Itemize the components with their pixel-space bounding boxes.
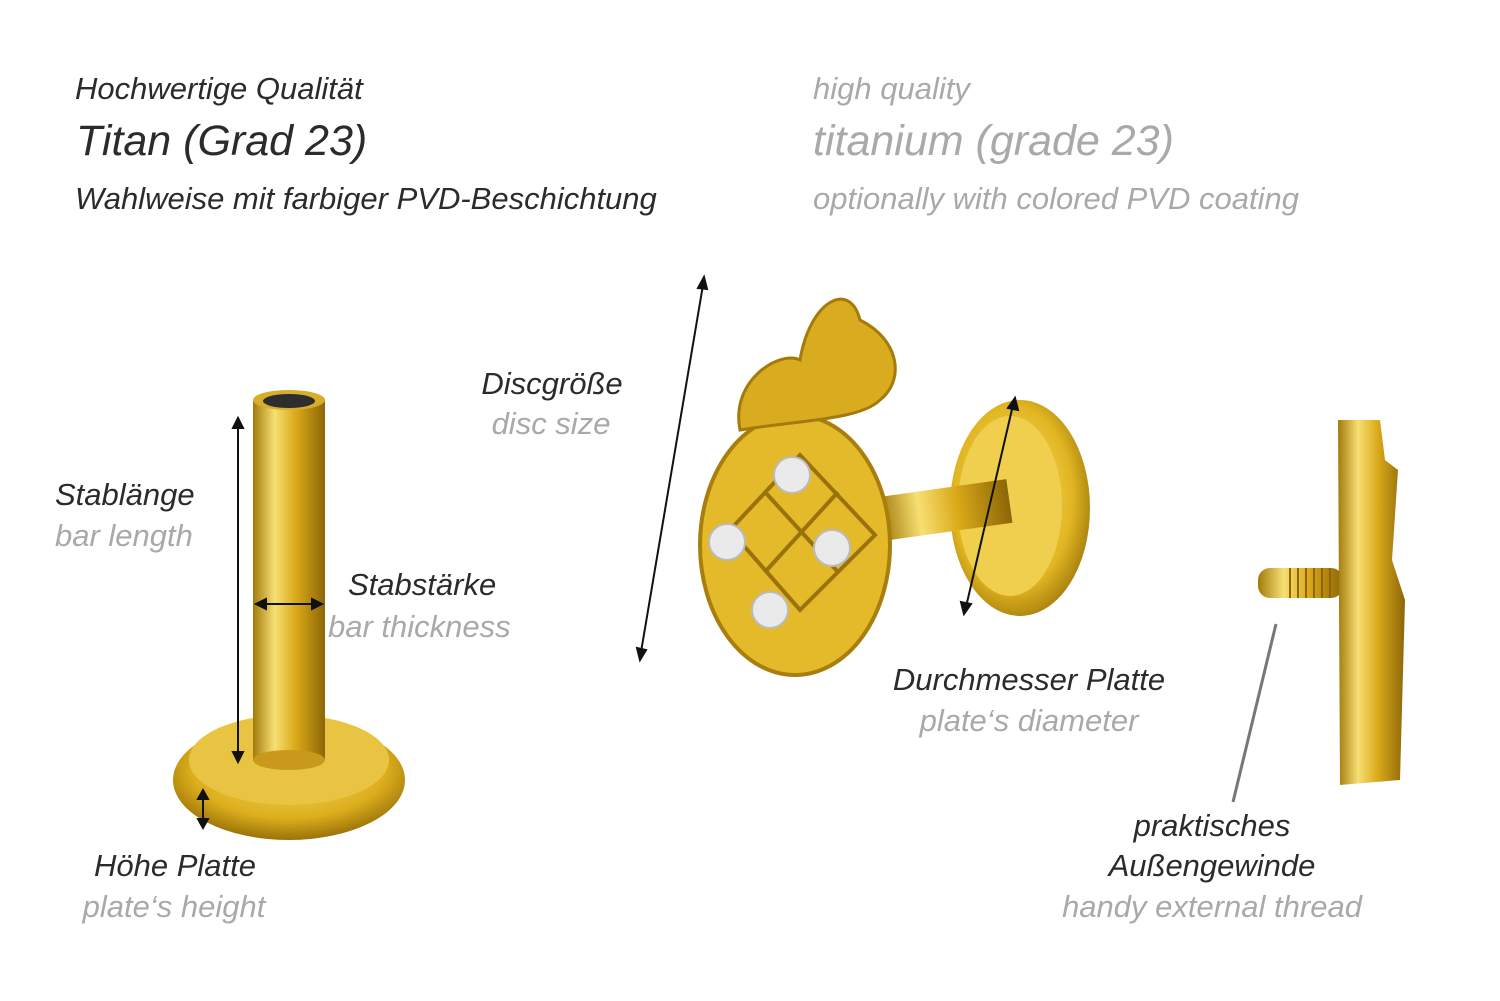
coating-en: optionally with colored PVD coating [813, 181, 1299, 216]
plate-diameter-de: Durchmesser Platte [892, 662, 1166, 697]
measurement-arrows [196, 274, 709, 831]
plate-height-de: Höhe Platte [94, 848, 256, 883]
disc-size-en: disc size [491, 406, 611, 441]
bar-thickness-de: Stabstärke [348, 567, 497, 602]
side-view-illustration [1231, 420, 1405, 803]
thread-de-line2: Außengewinde [1108, 848, 1316, 883]
material-en: titanium (grade 23) [813, 117, 1174, 165]
material-de: Titan (Grad 23) [76, 117, 368, 165]
coating-de: Wahlweise mit farbiger PVD-Beschichtung [75, 181, 657, 216]
quality-en: high quality [813, 71, 970, 106]
thread-de-line1: praktisches [1133, 808, 1291, 843]
thread-en: handy external thread [1062, 889, 1362, 924]
plate-diameter-en: plate‘s diameter [919, 703, 1139, 738]
plate-height-en: plate‘s height [82, 889, 266, 924]
disc-size-de: Discgröße [481, 366, 623, 401]
bar-thickness-en: bar thickness [328, 609, 511, 644]
bar-length-de: Stablänge [55, 477, 195, 512]
bar-length-en: bar length [55, 518, 193, 553]
quality-de: Hochwertige Qualität [75, 71, 363, 106]
pineapple-top-illustration [698, 297, 1090, 677]
